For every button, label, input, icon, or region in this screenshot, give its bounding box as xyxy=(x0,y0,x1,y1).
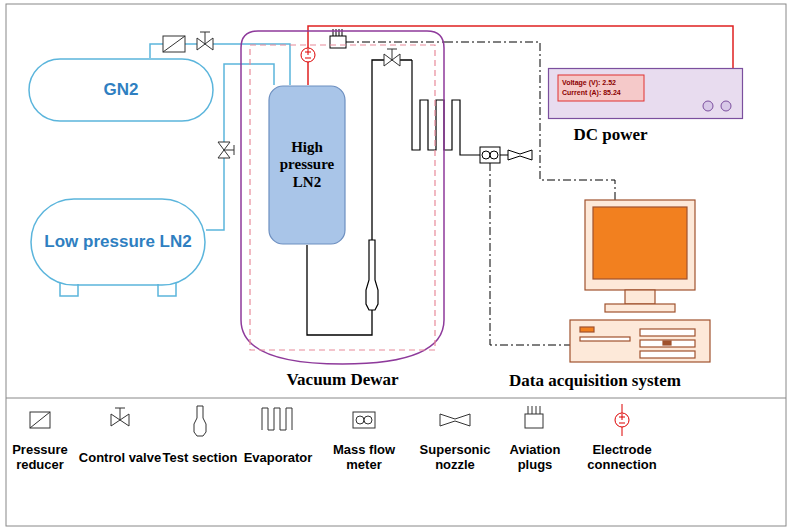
legend-symbols xyxy=(30,406,543,436)
test-section xyxy=(366,240,378,310)
node-label: GN2 xyxy=(28,58,214,122)
legend-label: Supersonic nozzle xyxy=(413,440,497,476)
legend-label: Pressure reducer xyxy=(0,440,82,476)
node-label: Current (A): 85.24 xyxy=(562,88,640,98)
legend-label: Test section xyxy=(158,440,242,476)
legend-label: Mass flow meter xyxy=(322,440,406,476)
control-valve xyxy=(384,49,400,66)
control-valve xyxy=(218,142,234,158)
supersonic-nozzle xyxy=(508,150,532,160)
legend-electrode xyxy=(615,404,629,436)
pc-node: Data acquisition system xyxy=(465,195,725,393)
legend-label: Electrode connection xyxy=(580,440,664,476)
dewar-node: Vacuum Dewar High pressure LN2 xyxy=(240,30,445,392)
evaporator xyxy=(412,60,480,155)
capsule-node: GN2 xyxy=(28,58,214,122)
node-label: Vacuum Dewar xyxy=(240,368,445,392)
tank-node: Low pressure LN2 xyxy=(30,198,206,298)
pipe-connector xyxy=(206,64,274,230)
pressure-reducer xyxy=(163,36,185,52)
node-label: Voltage (V): 2.52 xyxy=(562,78,640,88)
control-valve xyxy=(197,32,213,50)
mass-flow-meter xyxy=(480,147,500,163)
electrode-connection xyxy=(301,48,315,62)
legend-label: Control valve xyxy=(78,440,162,476)
node-label: Low pressure LN2 xyxy=(40,198,196,285)
dc-node: Voltage (V): 2.52Current (A): 85.24 DC po… xyxy=(548,68,743,148)
pc-outline xyxy=(465,195,725,393)
legend-label: Evaporator xyxy=(236,440,320,476)
node-label: DC power xyxy=(548,123,673,147)
node-label: Data acquisition system xyxy=(465,369,725,393)
pipe-connector xyxy=(445,42,615,205)
node-label: High pressure LN2 xyxy=(270,85,344,245)
legend-label: Aviation plugs xyxy=(493,440,577,476)
vessel-node: High pressure LN2 xyxy=(268,85,346,245)
